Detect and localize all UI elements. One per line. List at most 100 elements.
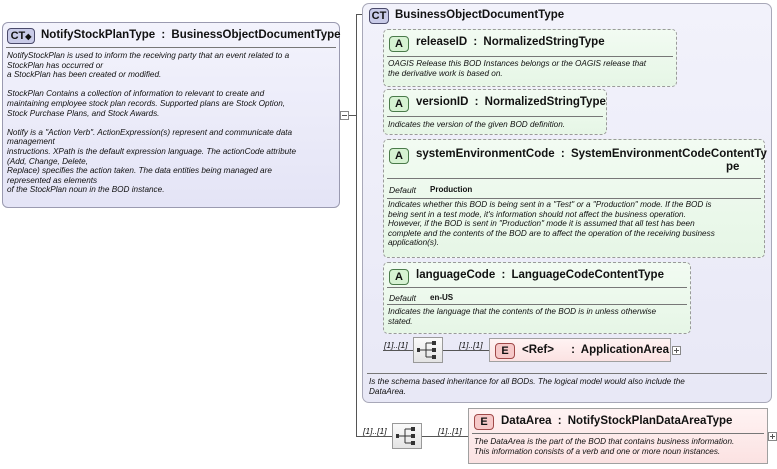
element-divider: [472, 433, 764, 434]
attribute-release-id[interactable]: A releaseID : NormalizedStringType OAGIS…: [383, 29, 677, 87]
attribute-type: SystemEnvironmentCodeContentTy: [570, 148, 767, 160]
default-label: Default: [389, 185, 416, 195]
attribute-divider: [387, 178, 761, 179]
connector-line: [443, 350, 489, 351]
description-line: Indicates the language that the contents…: [388, 307, 657, 316]
element-name: ApplicationArea: [580, 344, 669, 356]
attribute-divider: [387, 56, 673, 57]
attribute-description: Indicates whether this BOD is being sent…: [388, 200, 764, 248]
attribute-icon: A: [389, 148, 409, 164]
attribute-description: Indicates the version of the given BOD d…: [388, 120, 566, 129]
attribute-title: releaseID : NormalizedStringType: [416, 36, 605, 48]
type-separator: :: [557, 415, 562, 427]
element-icon: E: [495, 343, 515, 359]
description-line: maintaining employee stock plan records.…: [7, 98, 286, 108]
attribute-name: systemEnvironmentCode: [416, 148, 555, 160]
description-line: NotifyStockPlan is used to inform the re…: [7, 51, 290, 60]
connector-line: [383, 350, 413, 351]
attribute-description: OAGIS Release this BOD Instances belongs…: [388, 59, 674, 78]
description-line: the derivative work is based on.: [388, 68, 503, 78]
attribute-type: NormalizedStringType: [484, 96, 606, 108]
description-line: Indicates whether this BOD is being sent…: [388, 200, 712, 209]
type-separator: :: [571, 344, 576, 356]
description-line: OAGIS Release this BOD Instances belongs…: [388, 59, 647, 68]
attribute-divider: [387, 116, 603, 117]
element-application-area[interactable]: E <Ref> : ApplicationArea: [489, 338, 671, 362]
description-line: (Add, Change, Delete,: [7, 156, 89, 166]
type-separator: :: [474, 96, 479, 108]
attribute-title: systemEnvironmentCode : SystemEnvironmen…: [416, 148, 767, 160]
type-separator: :: [501, 269, 506, 281]
description-line: DataArea.: [369, 386, 406, 396]
description-line: Stock Purchase Plans, and Stock Awards.: [7, 108, 160, 118]
description-line: complete and the contents of the BOD are…: [388, 228, 715, 238]
connector-line: [356, 14, 362, 15]
attribute-version-id[interactable]: A versionID : NormalizedStringType Indic…: [383, 89, 607, 135]
attribute-description: Indicates the language that the contents…: [388, 307, 688, 326]
description-line: Notify is a "Action Verb". ActionExpress…: [7, 127, 293, 137]
description-line: The DataArea is the part of the BOD that…: [474, 437, 735, 446]
element-title: <Ref> : ApplicationArea: [522, 344, 669, 356]
description-line: management: [7, 137, 55, 147]
element-multiplicity: [1]..[1]: [459, 340, 483, 350]
type-separator: :: [161, 29, 166, 41]
default-label: Default: [389, 293, 416, 303]
description-line: This information consists of a verb and …: [474, 446, 721, 456]
element-ref: <Ref>: [522, 344, 554, 356]
attribute-language-code[interactable]: A languageCode : LanguageCodeContentType…: [383, 262, 691, 334]
complex-type-icon: CT: [369, 8, 389, 24]
outer-sequence-multiplicity: [1]..[1]: [363, 426, 387, 436]
main-type-box[interactable]: CT◆ NotifyStockPlanType : BusinessObject…: [2, 22, 341, 208]
collapse-toggle-icon[interactable]: [340, 111, 349, 120]
attribute-type-continued: pe: [726, 161, 740, 173]
sequence-icon: [417, 341, 436, 359]
element-icon: E: [474, 414, 494, 430]
default-value: en-US: [430, 293, 454, 302]
attribute-name: versionID: [416, 96, 469, 108]
attribute-icon: A: [389, 96, 409, 112]
element-name: DataArea: [501, 415, 552, 427]
data-area-multiplicity: [1]..[1]: [438, 426, 462, 436]
sequence-multiplicity: [1]..[1]: [384, 340, 408, 350]
element-description: The DataArea is the part of the BOD that…: [474, 437, 766, 456]
description-line: a StockPlan has been created or modified…: [7, 70, 162, 80]
sequence-compositor[interactable]: [413, 337, 443, 363]
attribute-name: releaseID: [416, 36, 468, 48]
attribute-icon: A: [389, 36, 409, 52]
description-line: instructions. XPath is the default expre…: [7, 146, 297, 156]
element-data-area[interactable]: E DataArea : NotifyStockPlanDataAreaType…: [468, 408, 768, 464]
description-line: of the StockPlan noun in the BOD instanc…: [7, 185, 165, 195]
element-title: DataArea : NotifyStockPlanDataAreaType: [501, 415, 732, 427]
description-line: However, if the BOD is sent in "Producti…: [388, 219, 695, 229]
main-type-name: NotifyStockPlanType: [41, 29, 156, 41]
description-line: StockPlan Contains a collection of infor…: [7, 89, 265, 99]
sequence-glyph-icon: ◆: [25, 32, 32, 41]
expand-toggle-icon[interactable]: [672, 346, 681, 355]
description-line: being sent in a test mode, it's informat…: [388, 209, 686, 219]
outer-sequence-compositor[interactable]: [392, 423, 422, 449]
connector-line: [422, 436, 468, 437]
complex-type-icon: CT◆: [7, 28, 35, 44]
attribute-type: LanguageCodeContentType: [511, 269, 664, 281]
connector-line: [356, 436, 392, 437]
complex-type-badge-text: CT: [371, 10, 387, 22]
type-separator: :: [560, 148, 565, 160]
attribute-icon: A: [389, 269, 409, 285]
title-divider: [6, 47, 336, 48]
type-separator: :: [473, 36, 478, 48]
main-type-title: NotifyStockPlanType : BusinessObjectDocu…: [41, 29, 341, 41]
base-type-description: Is the schema based inheritance for all …: [369, 377, 767, 396]
base-type-box[interactable]: CT BusinessObjectDocumentType A releaseI…: [362, 3, 772, 403]
attribute-system-environment-code[interactable]: A systemEnvironmentCode : SystemEnvironm…: [383, 139, 767, 258]
attribute-title: versionID : NormalizedStringType: [416, 96, 606, 108]
expand-toggle-icon[interactable]: [768, 432, 777, 441]
description-line: Is the schema based inheritance for all …: [369, 377, 685, 386]
connector-line: [356, 14, 357, 436]
description-line: Replace) specifies the action taken. The…: [7, 166, 272, 176]
main-type-base: BusinessObjectDocumentType: [171, 29, 341, 41]
description-line: stated.: [388, 316, 413, 326]
base-type-title: BusinessObjectDocumentType: [395, 9, 565, 21]
base-type-divider: [367, 373, 767, 374]
attribute-divider: [387, 304, 687, 305]
description-line: StockPlan has occurred or: [7, 60, 104, 70]
